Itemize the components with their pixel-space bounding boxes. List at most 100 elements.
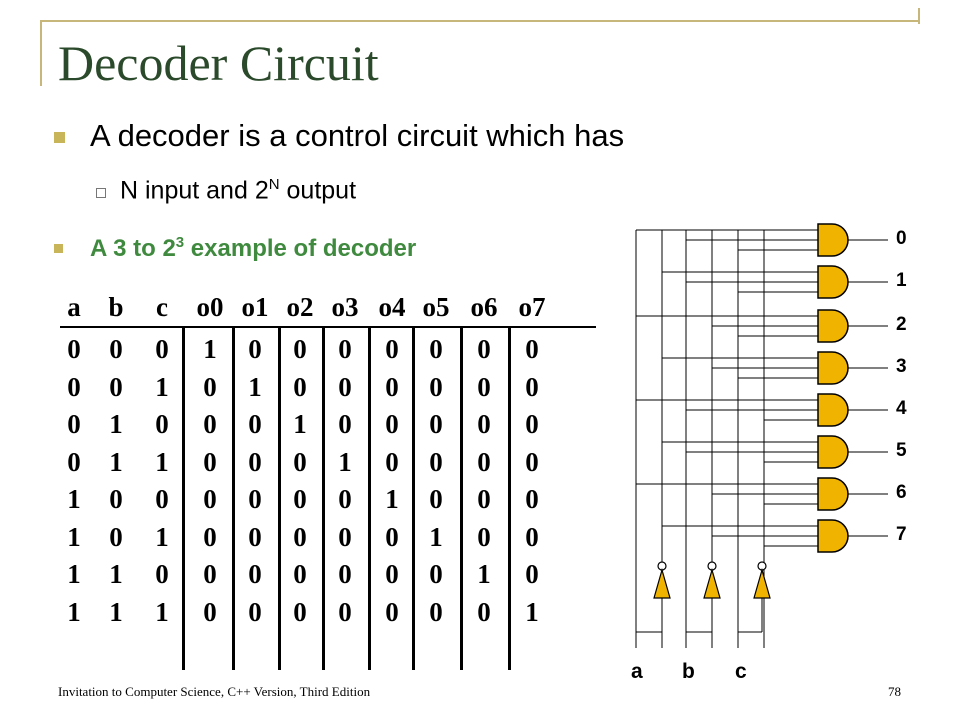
- table-cell: 0: [248, 559, 262, 589]
- corner-line-left: [40, 20, 42, 86]
- table-cell: 0: [338, 409, 352, 439]
- table-cell: 1: [67, 521, 81, 552]
- table-cell: 0: [385, 521, 399, 552]
- table-cell: 0: [203, 521, 217, 552]
- table-cell: 0: [203, 446, 217, 477]
- table-cell: 1: [109, 409, 123, 439]
- table-cell: 0: [248, 409, 262, 439]
- table-cell: 0: [109, 334, 123, 364]
- table-cell: 0: [67, 446, 81, 477]
- bullet-example: A 3 to 23 example of decoder: [90, 234, 416, 263]
- table-column-divider: [322, 326, 325, 670]
- table-header-o6: o6: [470, 292, 498, 322]
- bullet-example-prefix: A 3 to 2: [90, 235, 176, 262]
- table-cell: 1: [477, 559, 491, 589]
- table-header-b: b: [108, 292, 124, 322]
- output-label: 5: [896, 440, 907, 461]
- table-cell: 0: [248, 596, 262, 627]
- table-cell: 0: [67, 409, 81, 439]
- slide-title: Decoder Circuit: [58, 35, 379, 91]
- table-cell: 0: [155, 484, 169, 514]
- table-cell: 1: [155, 371, 169, 402]
- table-cell: 0: [429, 596, 443, 627]
- output-label: 1: [896, 270, 907, 291]
- table-header-o2: o2: [286, 292, 314, 322]
- table-cell: 0: [155, 559, 169, 589]
- table-cell: 0: [203, 559, 217, 589]
- table-header-o7: o7: [518, 292, 546, 322]
- table-cell: 0: [477, 521, 491, 552]
- table-cell: 1: [338, 446, 352, 477]
- table-cell: 0: [293, 334, 307, 364]
- bullet-example-suffix: example of decoder: [184, 235, 417, 262]
- table-cell: 0: [477, 596, 491, 627]
- bullet-example-superscript: 3: [175, 234, 185, 251]
- table-cell: 0: [477, 371, 491, 402]
- table-cell: 0: [338, 596, 352, 627]
- table-cell: 0: [203, 409, 217, 439]
- table-cell: 0: [109, 521, 123, 552]
- table-column-divider: [508, 326, 511, 670]
- table-cell: 0: [429, 559, 443, 589]
- table-cell: 0: [385, 334, 399, 364]
- table-cell: 0: [203, 371, 217, 402]
- output-label: 4: [896, 398, 907, 419]
- table-column-divider: [182, 326, 185, 670]
- table-cell: 1: [155, 521, 169, 552]
- table-cell: 0: [429, 484, 443, 514]
- table-cell: 1: [67, 559, 81, 589]
- table-cell: 0: [248, 334, 262, 364]
- sub-bullet-io-suffix: output: [279, 176, 357, 205]
- input-label-b: b: [682, 660, 695, 683]
- table-cell: 0: [477, 484, 491, 514]
- table-header-o5: o5: [422, 292, 450, 322]
- table-cell: 1: [109, 446, 123, 477]
- and-gate-icon: [817, 519, 849, 553]
- table-cell: 0: [385, 596, 399, 627]
- table-cell: 1: [293, 409, 307, 439]
- table-column-divider: [460, 326, 463, 670]
- table-cell: 0: [293, 484, 307, 514]
- table-cell: 0: [338, 559, 352, 589]
- table-cell: 1: [429, 521, 443, 552]
- table-cell: 0: [525, 371, 539, 402]
- table-cell: 0: [109, 484, 123, 514]
- and-gate-icon: [817, 309, 849, 343]
- table-cell: 0: [525, 559, 539, 589]
- sub-bullet-io-prefix: N input and 2: [120, 176, 269, 205]
- table-cell: 0: [477, 334, 491, 364]
- corner-line-right: [918, 8, 920, 24]
- table-cell: 0: [293, 371, 307, 402]
- table-cell: 0: [248, 484, 262, 514]
- bullet-decoder-definition: A decoder is a control circuit which has: [90, 118, 625, 153]
- table-cell: 1: [248, 371, 262, 402]
- output-label: 2: [896, 314, 907, 335]
- table-cell: 0: [248, 521, 262, 552]
- table-header-divider: [60, 326, 596, 328]
- table-cell: 1: [67, 484, 81, 514]
- table-cell: 0: [477, 446, 491, 477]
- inverter-icon: [753, 567, 771, 599]
- table-cell: 0: [155, 334, 169, 364]
- table-cell: 0: [525, 334, 539, 364]
- and-gate-icon: [817, 435, 849, 469]
- table-cell: 0: [429, 334, 443, 364]
- table-cell: 0: [385, 371, 399, 402]
- table-column-divider: [412, 326, 415, 670]
- table-cell: 0: [525, 521, 539, 552]
- table-cell: 0: [338, 334, 352, 364]
- and-gate-icon: [817, 265, 849, 299]
- table-cell: 0: [293, 521, 307, 552]
- table-cell: 0: [385, 559, 399, 589]
- table-cell: 1: [67, 596, 81, 627]
- table-cell: 0: [293, 559, 307, 589]
- table-cell: 0: [293, 446, 307, 477]
- output-label: 0: [896, 228, 907, 249]
- table-cell: 1: [525, 596, 539, 627]
- output-label: 6: [896, 482, 907, 503]
- table-cell: 0: [338, 521, 352, 552]
- sub-bullet-marker: [96, 188, 106, 198]
- and-gate-icon: [817, 223, 849, 257]
